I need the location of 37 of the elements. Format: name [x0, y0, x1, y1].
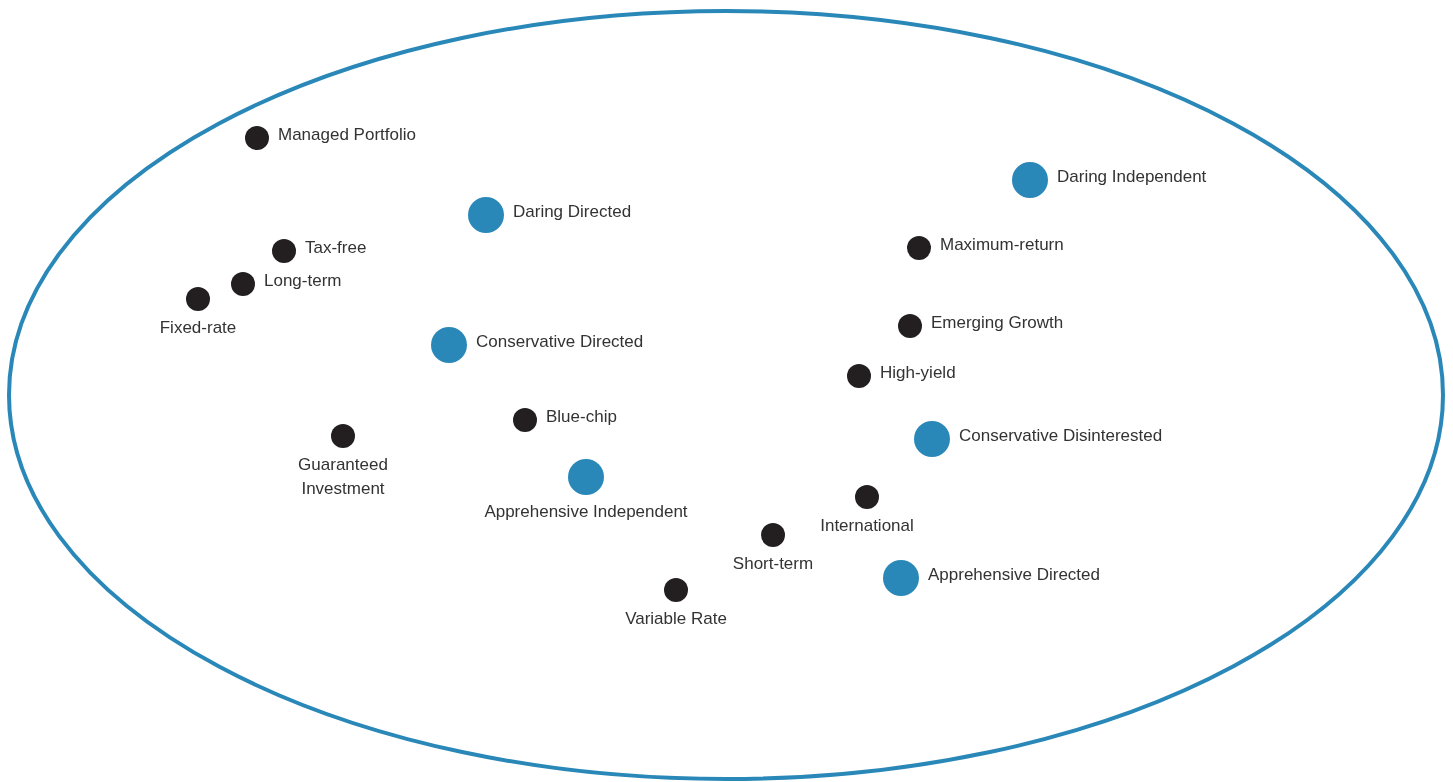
point-label: Guaranteed Investment	[297, 454, 389, 500]
point-label: Long-term	[264, 270, 342, 292]
data-point	[761, 523, 785, 547]
data-point	[847, 364, 871, 388]
data-point	[231, 272, 255, 296]
data-point	[513, 408, 537, 432]
point-label: Apprehensive Directed	[928, 564, 1100, 586]
data-point	[855, 485, 879, 509]
point-label: Variable Rate	[624, 608, 728, 630]
point-label: Short-term	[731, 553, 815, 575]
data-point	[914, 421, 950, 457]
data-point	[568, 459, 604, 495]
data-point	[883, 560, 919, 596]
point-label: International	[819, 515, 915, 537]
point-label: Managed Portfolio	[278, 124, 416, 146]
data-point	[272, 239, 296, 263]
point-label: High-yield	[880, 362, 956, 384]
data-point	[186, 287, 210, 311]
ellipse-boundary	[6, 8, 1446, 782]
point-label: Tax-free	[305, 237, 367, 259]
point-label: Daring Independent	[1057, 166, 1207, 188]
point-label: Conservative Disinterested	[959, 425, 1163, 447]
data-point	[331, 424, 355, 448]
point-label: Conservative Directed	[476, 331, 644, 353]
point-label: Apprehensive Independent	[483, 501, 689, 523]
point-label: Emerging Growth	[931, 312, 1064, 334]
data-point	[1012, 162, 1048, 198]
point-label: Blue-chip	[546, 406, 617, 428]
point-label: Daring Directed	[513, 201, 632, 223]
data-point	[664, 578, 688, 602]
data-point	[245, 126, 269, 150]
point-label: Maximum-return	[940, 234, 1064, 256]
point-label: Fixed-rate	[158, 317, 238, 339]
data-point	[907, 236, 931, 260]
data-point	[898, 314, 922, 338]
data-point	[431, 327, 467, 363]
data-point	[468, 197, 504, 233]
